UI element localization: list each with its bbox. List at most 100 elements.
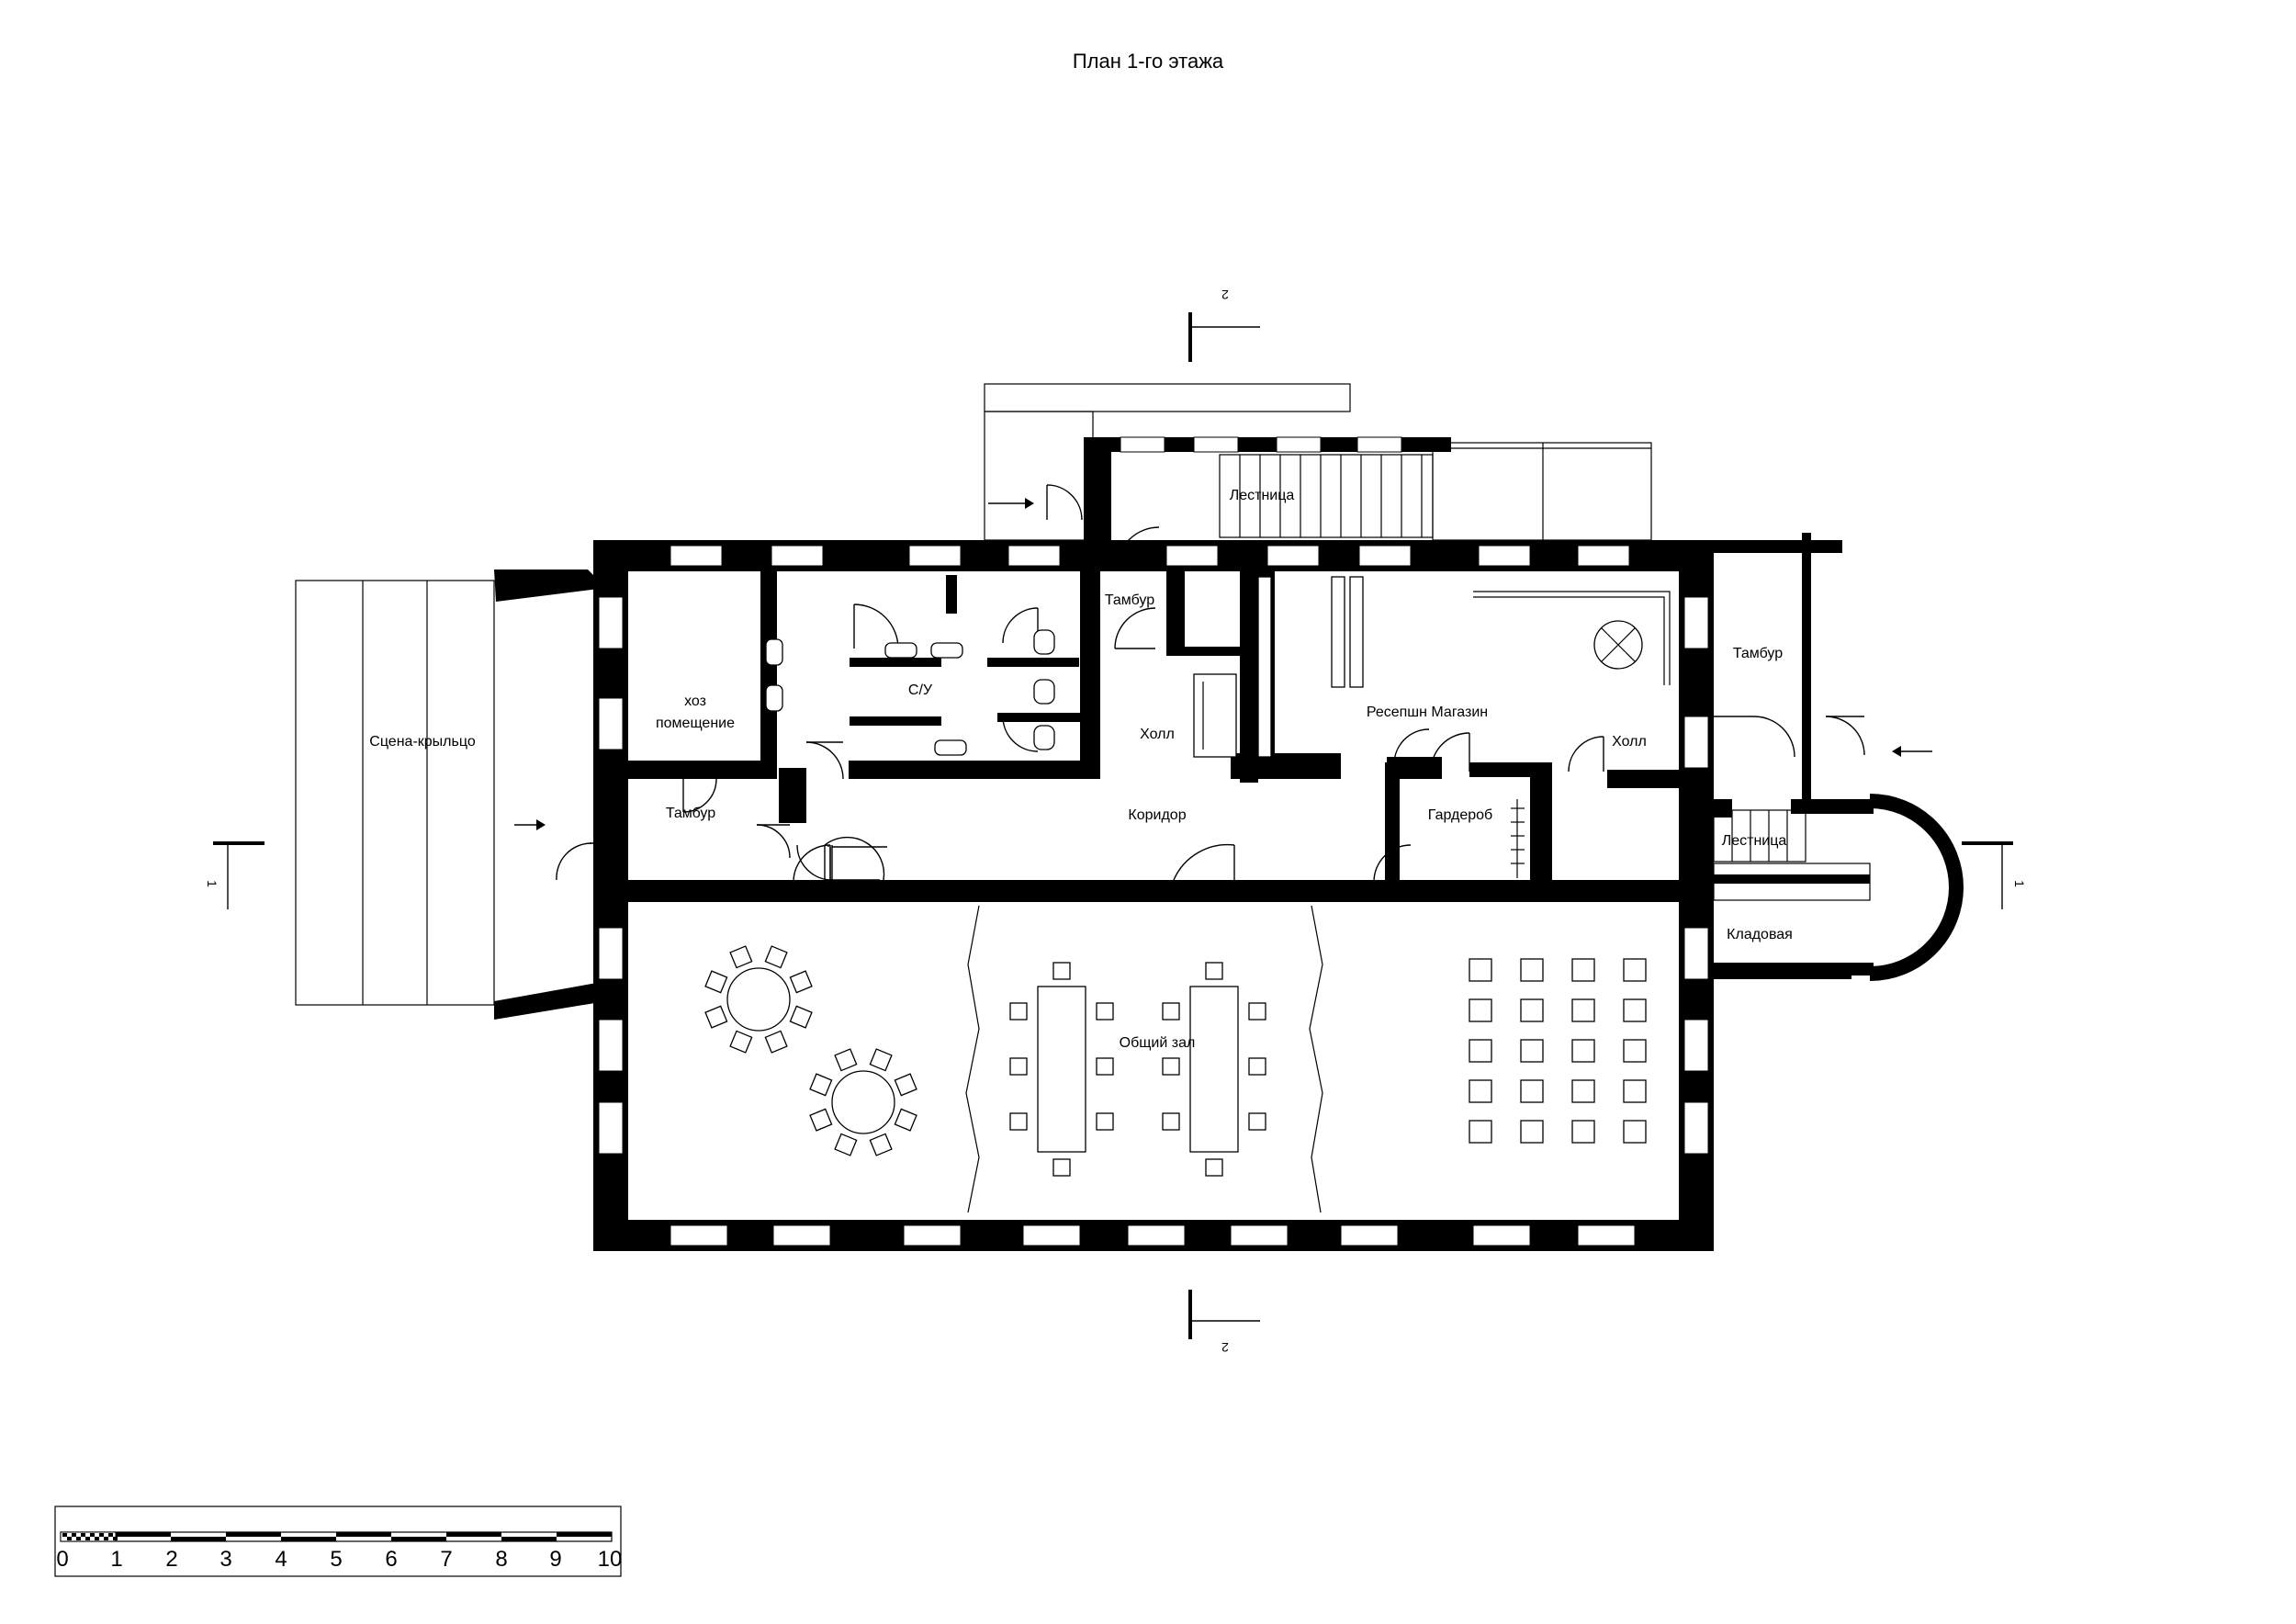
doors	[556, 526, 1932, 883]
scale-label-1: 1	[110, 1547, 122, 1572]
scale-segment	[281, 1537, 336, 1541]
scale-label-6: 6	[385, 1547, 397, 1572]
main-hall-furniture	[704, 905, 1647, 1213]
chair	[1520, 1039, 1544, 1063]
scale-tick	[81, 1533, 85, 1537]
round-table	[831, 1070, 895, 1134]
chair	[1520, 1120, 1544, 1144]
label-wc: С/У	[908, 682, 933, 698]
wc-fixtures	[765, 629, 1055, 756]
scale-label-9: 9	[549, 1547, 561, 1572]
chair	[1096, 1112, 1114, 1131]
scale-tick	[76, 1537, 81, 1540]
scale-tick	[99, 1533, 104, 1537]
label-utility-2: помещение	[656, 716, 735, 731]
chair	[809, 1108, 833, 1132]
scale-tick	[104, 1537, 108, 1540]
chair	[1571, 1079, 1595, 1103]
chair	[1520, 998, 1544, 1022]
chair	[1469, 1079, 1492, 1103]
chair	[704, 1005, 728, 1029]
chair	[1248, 1002, 1266, 1021]
chair	[1469, 958, 1492, 982]
chair	[1469, 1039, 1492, 1063]
chair	[1623, 998, 1647, 1022]
label-hall-east: Холл	[1612, 734, 1647, 750]
label-stair-east: Лестница	[1722, 833, 1787, 849]
label-hall-center: Холл	[1140, 727, 1175, 742]
chair	[869, 1048, 893, 1072]
chair	[1520, 958, 1544, 982]
chair	[1009, 1057, 1028, 1076]
section-markers: 1 1 2 2	[205, 288, 2027, 1355]
section-1-left: 1	[205, 880, 219, 887]
scale-tick	[85, 1537, 90, 1540]
room-labels: Сцена-крыльцо хоз помещение Тамбур С/У Т…	[369, 488, 1793, 1051]
stage-porch	[295, 570, 606, 1020]
stair-north-treads	[1219, 454, 1434, 538]
label-main-hall: Общий зал	[1120, 1035, 1196, 1051]
chair	[869, 1133, 893, 1156]
chair	[1096, 1002, 1114, 1021]
chair	[1571, 958, 1595, 982]
chair	[1469, 998, 1492, 1022]
sofa	[1193, 673, 1237, 758]
section-2-top: 2	[1221, 288, 1229, 302]
chair	[834, 1133, 858, 1156]
chair	[1052, 1158, 1071, 1177]
chair	[729, 945, 753, 969]
label-storage: Кладовая	[1727, 927, 1793, 942]
scale-segment	[226, 1532, 281, 1537]
chair	[894, 1108, 917, 1132]
label-corridor: Коридор	[1128, 807, 1186, 823]
scale-tick	[72, 1533, 76, 1537]
entry-arrow-icon	[1025, 498, 1034, 509]
label-wardrobe: Гардероб	[1428, 807, 1492, 823]
scale-label-0: 0	[56, 1547, 68, 1572]
chair	[1623, 958, 1647, 982]
entry-arrow-icon	[1892, 746, 1901, 757]
label-stage: Сцена-крыльцо	[369, 734, 476, 750]
chair	[1162, 1112, 1180, 1131]
chair	[729, 1030, 753, 1054]
chair	[1052, 962, 1071, 980]
scale-segment	[501, 1537, 557, 1541]
chair	[1205, 1158, 1223, 1177]
chair	[764, 1030, 788, 1054]
chair	[1248, 1057, 1266, 1076]
chair	[894, 1073, 917, 1097]
east-wing	[1708, 794, 1964, 981]
chair	[1009, 1112, 1028, 1131]
chair	[1248, 1112, 1266, 1131]
chair	[1571, 1039, 1595, 1063]
scale-label-5: 5	[330, 1547, 342, 1572]
round-table	[726, 967, 791, 1032]
chair	[1205, 962, 1223, 980]
scale-tick	[113, 1537, 118, 1540]
chair	[789, 1005, 813, 1029]
scale-label-10: 10	[598, 1547, 623, 1572]
label-reception-shop: Ресепшн Магазин	[1367, 705, 1488, 720]
chair	[1096, 1057, 1114, 1076]
section-2-bottom: 2	[1221, 1340, 1229, 1355]
section-1-right: 1	[2012, 880, 2027, 887]
scale-bar: 0 1 2 3 4 5 6 7 8 9 10	[54, 1506, 623, 1577]
chair	[1623, 1120, 1647, 1144]
scale-segment	[336, 1532, 391, 1537]
chair	[704, 970, 728, 994]
scale-tick	[62, 1533, 67, 1537]
scale-segment	[391, 1537, 446, 1541]
scale-label-3: 3	[219, 1547, 231, 1572]
scale-label-2: 2	[165, 1547, 177, 1572]
label-stair-north: Лестница	[1230, 488, 1295, 503]
chair	[1520, 1079, 1544, 1103]
chair	[1162, 1002, 1180, 1021]
windows	[598, 545, 1709, 1246]
north-annex	[984, 383, 1652, 549]
label-utility-1: хоз	[684, 694, 706, 709]
entry-arrow-icon	[536, 819, 546, 830]
scale-segment	[446, 1532, 501, 1537]
label-vestibule-east: Тамбур	[1733, 646, 1783, 661]
label-vestibule-west: Тамбур	[666, 806, 715, 821]
